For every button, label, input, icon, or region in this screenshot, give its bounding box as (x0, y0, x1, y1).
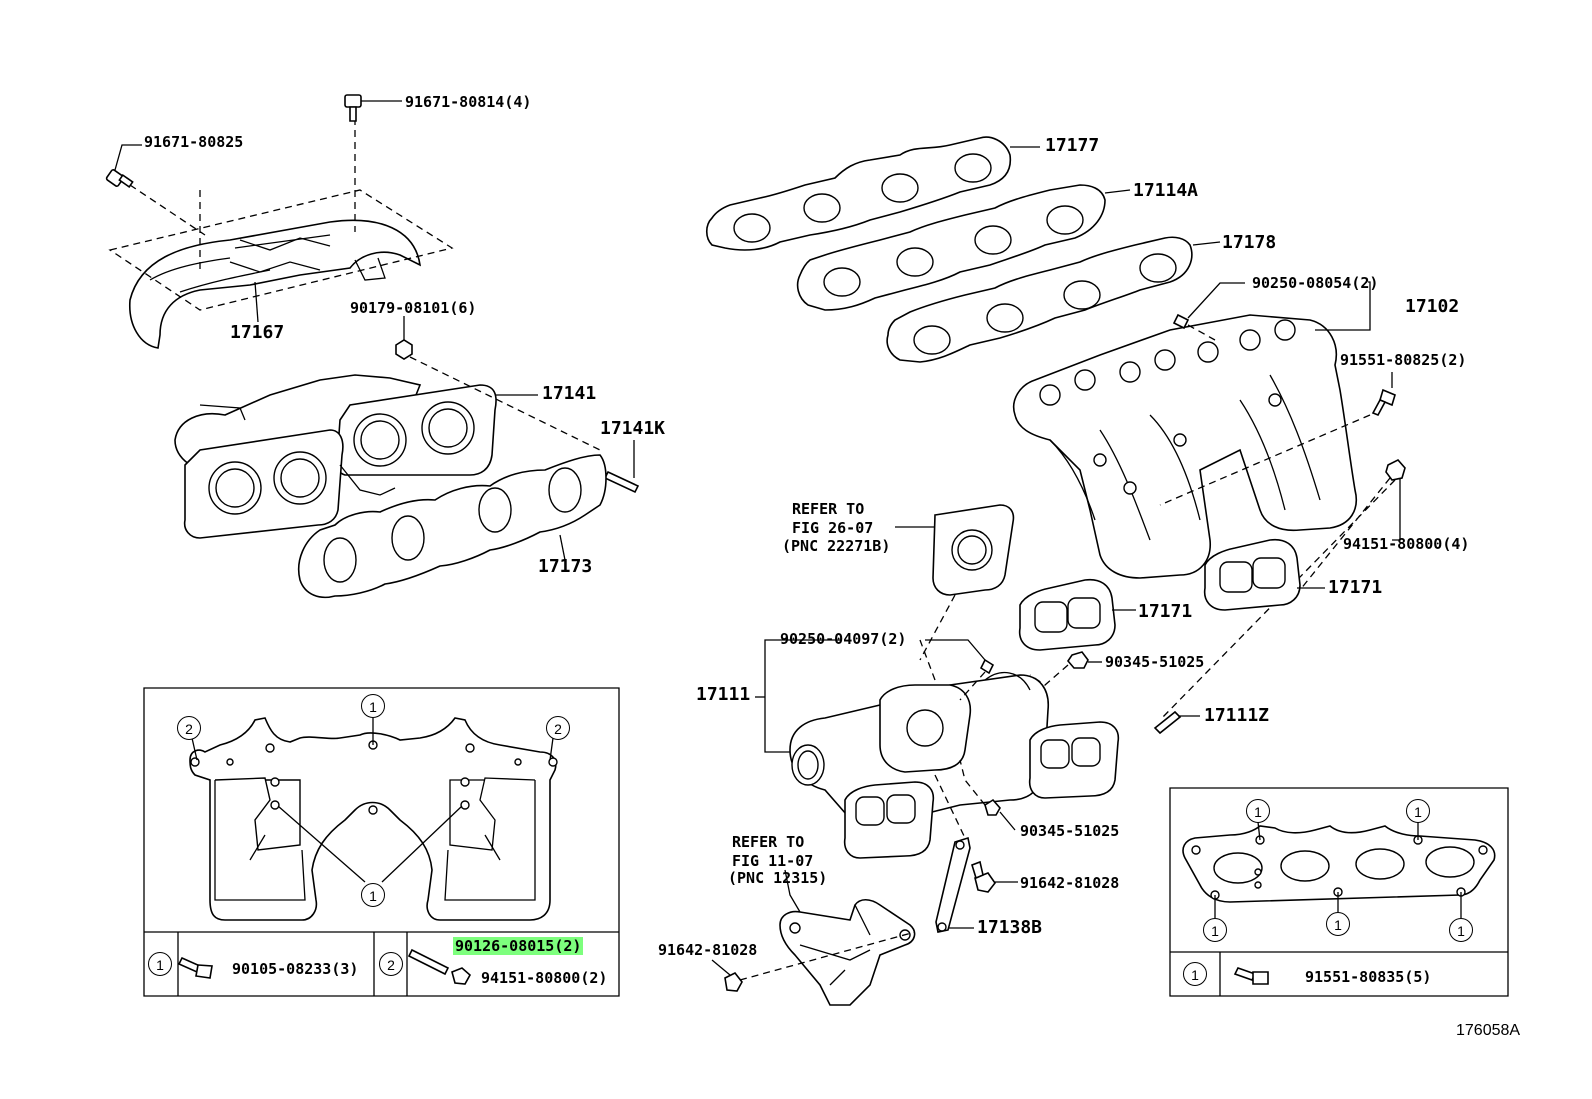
label-17111[interactable]: 17111 (696, 684, 751, 705)
gasket-17177[interactable] (707, 137, 1040, 250)
label-17141K[interactable]: 17141K (600, 418, 666, 439)
callout-1: 1 (1203, 918, 1227, 942)
label-17138B[interactable]: 17138B (977, 917, 1043, 938)
callout-2: 2 (177, 716, 201, 740)
dowel-90250-04097[interactable] (925, 640, 993, 700)
gasket-17178[interactable] (887, 237, 1220, 362)
refer-to-fig-26-07-line3[interactable]: (PNC 22271B) (782, 537, 891, 555)
gasket-17114A[interactable] (798, 185, 1130, 310)
label-17171-a[interactable]: 17171 (1138, 601, 1193, 622)
label-17141[interactable]: 17141 (542, 383, 597, 404)
plug-90345-51025-b[interactable] (960, 760, 1015, 830)
label-91551-80825[interactable]: 91551-80825(2) (1340, 351, 1467, 369)
label-17114A[interactable]: 17114A (1133, 180, 1199, 201)
callout-1: 1 (148, 952, 172, 976)
callout-1: 1 (1246, 799, 1270, 823)
label-90345-51025-a[interactable]: 90345-51025 (1105, 653, 1205, 671)
label-17177[interactable]: 17177 (1045, 135, 1100, 156)
label-17102[interactable]: 17102 (1405, 296, 1460, 317)
inset-panel-left (144, 688, 619, 996)
callout-2: 2 (379, 952, 403, 976)
label-17171-b[interactable]: 17171 (1328, 577, 1383, 598)
bolt-91642-81028-b[interactable] (712, 932, 915, 991)
callout-2: 2 (546, 716, 570, 740)
refer-to-fig-26-07-line1[interactable]: REFER TO (792, 500, 865, 518)
label-17173[interactable]: 17173 (538, 556, 593, 577)
nut-94151-80800-4[interactable] (1160, 460, 1405, 720)
label-90105-08233[interactable]: 90105-08233(3) (232, 960, 359, 978)
callout-1: 1 (1326, 912, 1350, 936)
diagram-id: 176058A (1456, 1022, 1521, 1039)
label-94151-80800-2[interactable]: 94151-80800(2) (481, 969, 608, 987)
bolt-91671-80825[interactable] (106, 145, 142, 187)
dowel-90250-08054[interactable] (1174, 283, 1245, 340)
gasket-17171-b[interactable] (1205, 540, 1325, 610)
gasket-17173[interactable] (299, 455, 606, 597)
label-90345-51025-b[interactable]: 90345-51025 (1020, 822, 1120, 840)
label-17167[interactable]: 17167 (230, 322, 285, 343)
callout-1: 1 (1183, 962, 1207, 986)
callout-1: 1 (361, 883, 385, 907)
stud-17111Z[interactable] (1155, 712, 1200, 733)
callout-1: 1 (1449, 918, 1473, 942)
bolt-91551-80825[interactable] (1160, 372, 1395, 505)
label-91551-80835[interactable]: 91551-80835(5) (1305, 968, 1432, 986)
intake-manifold-17102[interactable] (1014, 282, 1370, 578)
heat-insulator-17167[interactable] (110, 118, 452, 348)
exhaust-manifold-17111[interactable] (755, 640, 1118, 858)
nut-90179-08101[interactable] (396, 316, 600, 450)
refer-to-fig-11-07-line1[interactable]: REFER TO (732, 833, 805, 851)
stay-17138B[interactable] (935, 775, 974, 932)
callout-1: 1 (1406, 799, 1430, 823)
label-94151-80800-4[interactable]: 94151-80800(4) (1343, 535, 1470, 553)
label-91671-80825[interactable]: 91671-80825 (144, 133, 244, 151)
label-91671-80814[interactable]: 91671-80814(4) (405, 93, 532, 111)
bolt-91671-80814[interactable] (345, 95, 402, 121)
label-17111Z[interactable]: 17111Z (1204, 705, 1270, 726)
refer-to-fig-26-07-line2[interactable]: FIG 26-07 (792, 519, 874, 537)
exhaust-manifold-17141[interactable] (175, 375, 538, 538)
refer-to-fig-11-07-line2[interactable]: FIG 11-07 (732, 852, 814, 870)
label-90126-08015-highlighted[interactable]: 90126-08015(2) (453, 937, 584, 955)
refer-to-fig-11-07-line3[interactable]: (PNC 12315) (728, 869, 828, 887)
label-17178[interactable]: 17178 (1222, 232, 1277, 253)
inset-panel-right (1170, 788, 1508, 996)
label-91642-81028-a[interactable]: 91642-81028 (1020, 874, 1120, 892)
callout-1: 1 (361, 694, 385, 718)
label-90250-04097[interactable]: 90250-04097(2) (780, 630, 907, 648)
stud-17141K[interactable] (605, 440, 638, 492)
bolt-91642-81028-a[interactable] (972, 862, 1018, 892)
plug-90345-51025-a[interactable] (1030, 652, 1102, 685)
throttle-body-gasket[interactable] (895, 505, 1013, 680)
label-90250-08054[interactable]: 90250-08054(2) (1252, 274, 1379, 292)
gasket-17171-a[interactable] (1020, 580, 1136, 650)
label-91642-81028-b[interactable]: 91642-81028 (658, 941, 758, 959)
label-90179-08101[interactable]: 90179-08101(6) (350, 299, 477, 317)
